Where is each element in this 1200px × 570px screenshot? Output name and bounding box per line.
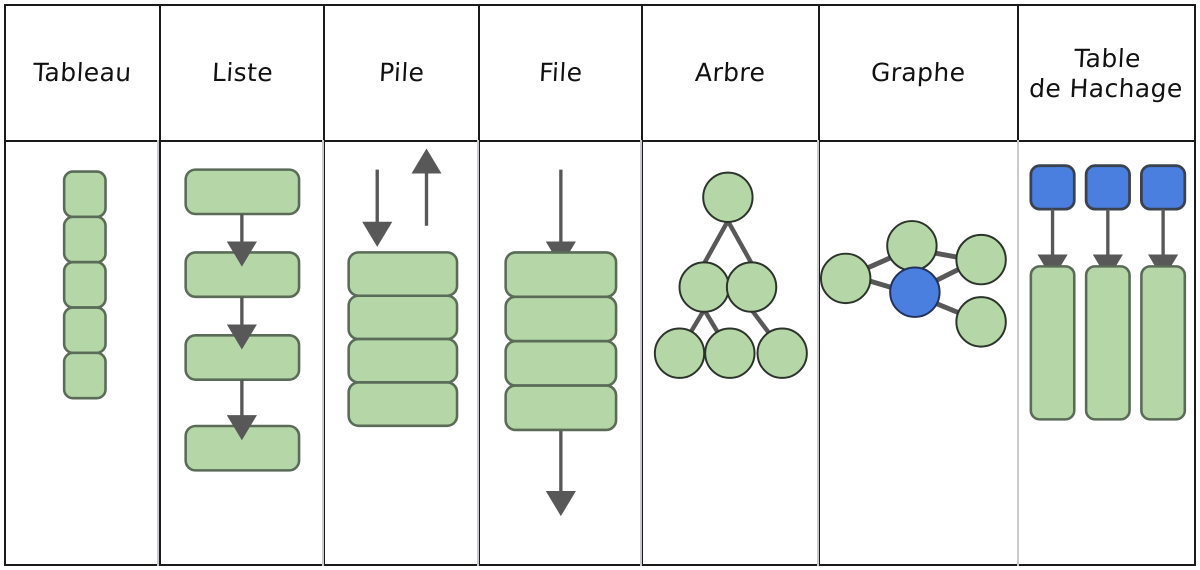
queue-cell [504, 251, 618, 299]
tree-node-root [702, 171, 754, 223]
column-arbre: Arbre [642, 6, 820, 566]
comparison-table: Tableau Liste [4, 4, 1196, 566]
array-cell [62, 170, 107, 219]
soft-divider [322, 140, 324, 566]
tree-edge [701, 218, 731, 266]
soft-divider [1017, 140, 1019, 566]
hash-key [1085, 164, 1132, 211]
column-file: File [480, 6, 643, 566]
linked-list-figure [184, 168, 301, 472]
header-label-file: File [538, 58, 584, 88]
stack-figure [347, 148, 459, 428]
header-label-arbre: Arbre [694, 58, 767, 88]
tree-edge [725, 218, 754, 266]
tree-node-leaf [756, 327, 808, 379]
header-cell-graphe: Graphe [819, 6, 1018, 142]
soft-divider [640, 140, 642, 566]
header-label-tableau: Tableau [32, 58, 133, 88]
header-label-table-de-hachage: Table de Hachage [1028, 43, 1184, 103]
list-node [184, 334, 301, 381]
graph-node [819, 252, 872, 305]
array-figure [62, 170, 107, 400]
figure-cell-table-de-hachage [1019, 142, 1194, 566]
graph-node [955, 296, 1007, 348]
array-cell [62, 215, 107, 264]
header-cell-tableau: Tableau [6, 6, 159, 142]
array-cell [62, 351, 107, 400]
tree-node-internal [725, 261, 778, 313]
column-tableau: Tableau [6, 6, 161, 566]
tree-node-leaf [704, 327, 756, 379]
figure-cell-graphe [819, 142, 1018, 566]
graph-figure [819, 220, 1007, 348]
header-cell-pile: Pile [325, 6, 479, 142]
header-cell-table-de-hachage: Table de Hachage [1019, 6, 1194, 142]
tree-node-leaf [653, 327, 706, 379]
soft-divider [157, 140, 159, 566]
figure-cell-liste [160, 142, 324, 566]
queue-cell [504, 295, 618, 343]
array-cell [62, 306, 107, 355]
list-node [184, 424, 301, 472]
header-cell-liste: Liste [160, 6, 324, 142]
graph-node-highlighted [888, 266, 941, 318]
hash-key [1029, 164, 1076, 211]
header-label-pile: Pile [378, 58, 426, 88]
list-node [184, 251, 301, 299]
stack-cell [347, 251, 459, 298]
column-graphe: Graphe [819, 6, 1020, 566]
header-label-liste: Liste [210, 58, 274, 88]
header-label-graphe: Graphe [870, 58, 967, 88]
header-cell-arbre: Arbre [642, 6, 818, 142]
figure-cell-file [480, 142, 641, 566]
graph-node [955, 233, 1007, 286]
figure-cell-pile [325, 142, 479, 566]
column-liste: Liste [160, 6, 326, 566]
graph-node [885, 220, 938, 272]
stack-cell [347, 337, 459, 384]
queue-figure [504, 169, 618, 517]
column-table-de-hachage: Table de Hachage [1019, 6, 1196, 566]
hash-key [1140, 164, 1187, 211]
soft-divider [817, 140, 819, 566]
soft-divider [477, 140, 479, 566]
hash-bucket [1029, 265, 1076, 421]
hash-bucket [1140, 265, 1187, 421]
list-node [184, 168, 301, 216]
header-cell-file: File [480, 6, 641, 142]
stack-cell [347, 381, 459, 428]
hash-bucket [1085, 265, 1132, 421]
stack-cell [347, 294, 459, 341]
tree-node-internal [678, 261, 730, 313]
array-cell [62, 260, 107, 309]
figure-cell-arbre [642, 142, 818, 566]
queue-cell [504, 339, 618, 387]
tree-figure [653, 171, 808, 379]
hash-table-figure [1029, 164, 1187, 421]
queue-cell [504, 384, 618, 432]
column-pile: Pile [325, 6, 481, 566]
figure-cell-tableau [6, 142, 159, 566]
